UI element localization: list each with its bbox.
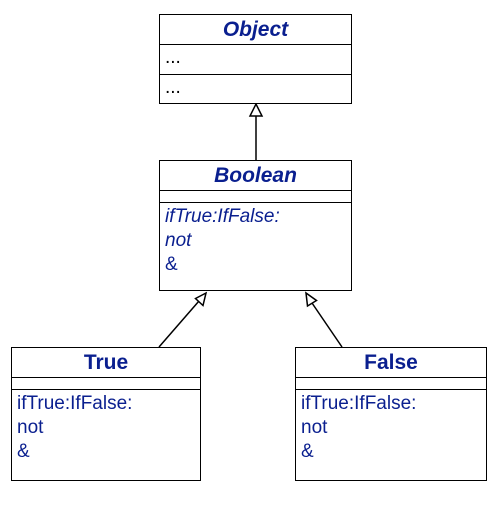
class-boolean: Boolean ifTrue:IfFalse: not & <box>159 160 352 291</box>
class-boolean-method-and: & <box>165 254 178 275</box>
class-false-attributes <box>296 378 486 390</box>
class-boolean-attributes <box>160 191 351 203</box>
class-false-name: False <box>296 348 486 378</box>
class-false-method-and: & <box>301 441 314 462</box>
class-false: False ifTrue:IfFalse: not & <box>295 347 487 481</box>
class-object-attribute: ... <box>165 47 181 68</box>
class-true-method-not: not <box>17 417 44 438</box>
boolean-to-object-arrowhead <box>248 102 264 117</box>
true-to-boolean-arrowhead <box>194 291 208 307</box>
false-to-boolean-arrowhead <box>305 291 318 308</box>
class-object-name: Object <box>160 15 351 45</box>
class-object-methods: ... <box>160 75 351 104</box>
class-true-method-iftrue: ifTrue:IfFalse: <box>17 393 133 414</box>
false-to-boolean-line <box>311 302 343 348</box>
class-false-method-iftrue: ifTrue:IfFalse: <box>301 393 417 414</box>
class-false-method-not: not <box>301 417 328 438</box>
class-object: Object ... ... <box>159 14 352 104</box>
class-boolean-method-not: not <box>165 230 192 251</box>
class-true-name: True <box>12 348 200 378</box>
class-true-attributes <box>12 378 200 390</box>
class-object-attributes: ... <box>160 45 351 75</box>
class-true-methods: ifTrue:IfFalse: not & <box>12 390 200 466</box>
class-boolean-name: Boolean <box>160 161 351 191</box>
class-boolean-method-iftrue: ifTrue:IfFalse: <box>165 206 280 227</box>
class-false-methods: ifTrue:IfFalse: not & <box>296 390 486 466</box>
class-true-method-and: & <box>17 441 30 462</box>
true-to-boolean-line <box>158 300 200 348</box>
class-true: True ifTrue:IfFalse: not & <box>11 347 201 481</box>
class-object-method: ... <box>165 76 181 98</box>
class-boolean-methods: ifTrue:IfFalse: not & <box>160 203 351 279</box>
